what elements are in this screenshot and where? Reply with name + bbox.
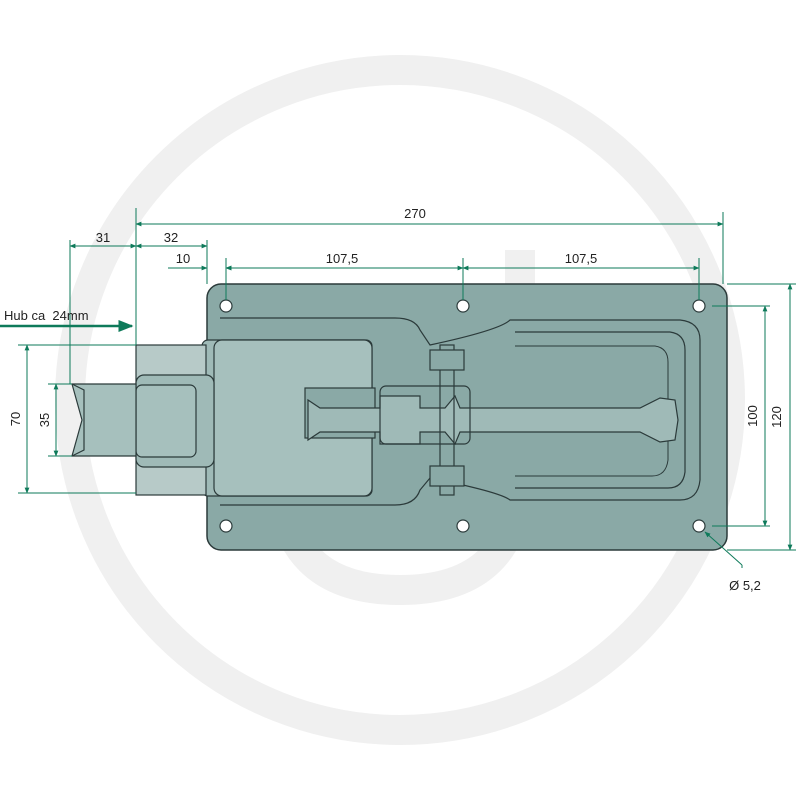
hole-bottom-right: [692, 519, 706, 533]
hole-bottom-mid: [456, 519, 470, 533]
dim-bolt-housing: 32: [164, 230, 178, 245]
dim-overall-length: 270: [404, 206, 426, 221]
hole-top-left: [219, 299, 233, 313]
dim-bolt-extension: 31: [96, 230, 110, 245]
dimension-texts: 270 31 32 10 107,5 107,5 70 35 100 120 H…: [4, 206, 784, 593]
hole-top-right: [692, 299, 706, 313]
dim-plate-height: 120: [769, 406, 784, 428]
label-stroke: Hub ca 24mm: [4, 308, 89, 323]
dim-hole-pitch-left: 107,5: [326, 251, 359, 266]
hole-top-mid: [456, 299, 470, 313]
bolt-block: [201, 339, 679, 497]
dim-bolt-height-inner: 35: [37, 413, 52, 427]
dimension-lines: [0, 208, 796, 568]
hole-bottom-left: [219, 519, 233, 533]
bolt-extension: [71, 344, 215, 496]
dim-bolt-height-outer: 70: [8, 412, 23, 426]
label-hole-diameter: Ø 5,2: [729, 578, 761, 593]
mounting-holes: [219, 299, 706, 533]
dim-hole-spacing-vertical: 100: [745, 405, 760, 427]
dim-edge-to-hole: 10: [176, 251, 190, 266]
dim-hole-pitch-right: 107,5: [565, 251, 598, 266]
